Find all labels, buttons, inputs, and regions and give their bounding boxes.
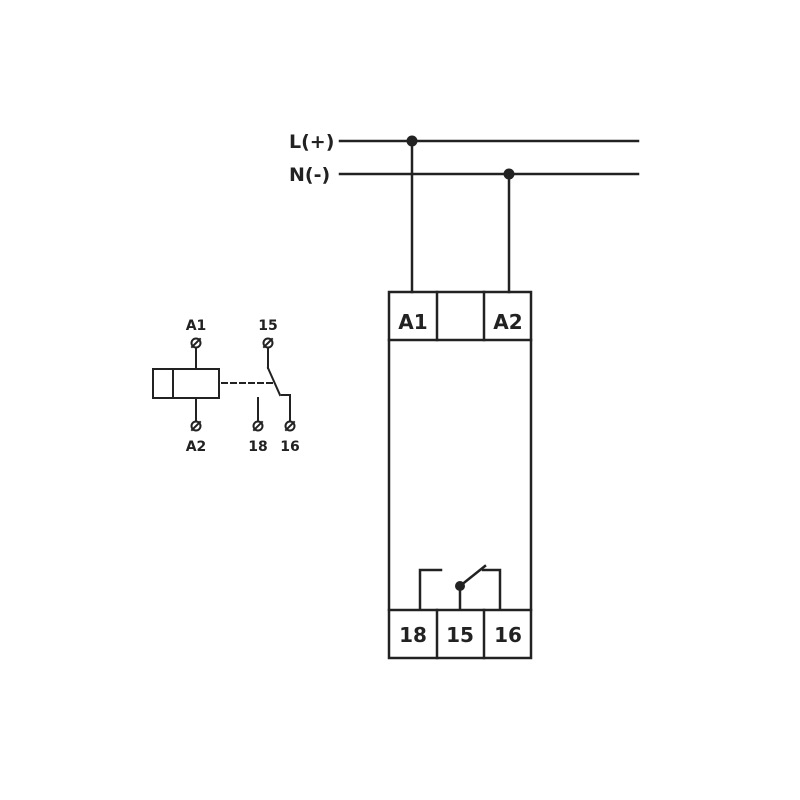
terminal-16: 16 <box>494 623 522 647</box>
junction-dot-line <box>406 135 418 147</box>
terminal-15: 15 <box>446 623 474 647</box>
rail-label-line: L(+) <box>289 131 334 153</box>
symbol-label-15: 15 <box>258 318 277 334</box>
relay-module <box>387 290 533 660</box>
contact-no-leg <box>481 568 502 610</box>
terminal-circle-a1 <box>190 337 202 349</box>
terminal-circle-16 <box>284 420 296 432</box>
terminal-circle-a2 <box>190 420 202 432</box>
symbol-label-a2: A2 <box>186 439 207 455</box>
symbol-label-16: 16 <box>280 439 299 455</box>
terminal-a2: A2 <box>493 310 522 334</box>
contact-nc-leg <box>418 568 443 610</box>
terminal-circle-18 <box>252 420 264 432</box>
symbol-no-leg <box>281 394 291 421</box>
terminal-a1: A1 <box>398 310 427 334</box>
contact-switch-arm <box>458 564 487 588</box>
symbol-label-18: 18 <box>248 439 267 455</box>
junction-dot-neutral <box>503 168 515 180</box>
terminal-circle-15 <box>262 337 274 349</box>
coil-symbol <box>152 368 220 399</box>
contact-pivot-dot <box>455 581 465 591</box>
symbol-label-a1: A1 <box>186 318 207 334</box>
terminal-18: 18 <box>399 623 427 647</box>
rail-label-neutral: N(-) <box>289 164 330 186</box>
symbol-switch-arm <box>266 366 282 397</box>
